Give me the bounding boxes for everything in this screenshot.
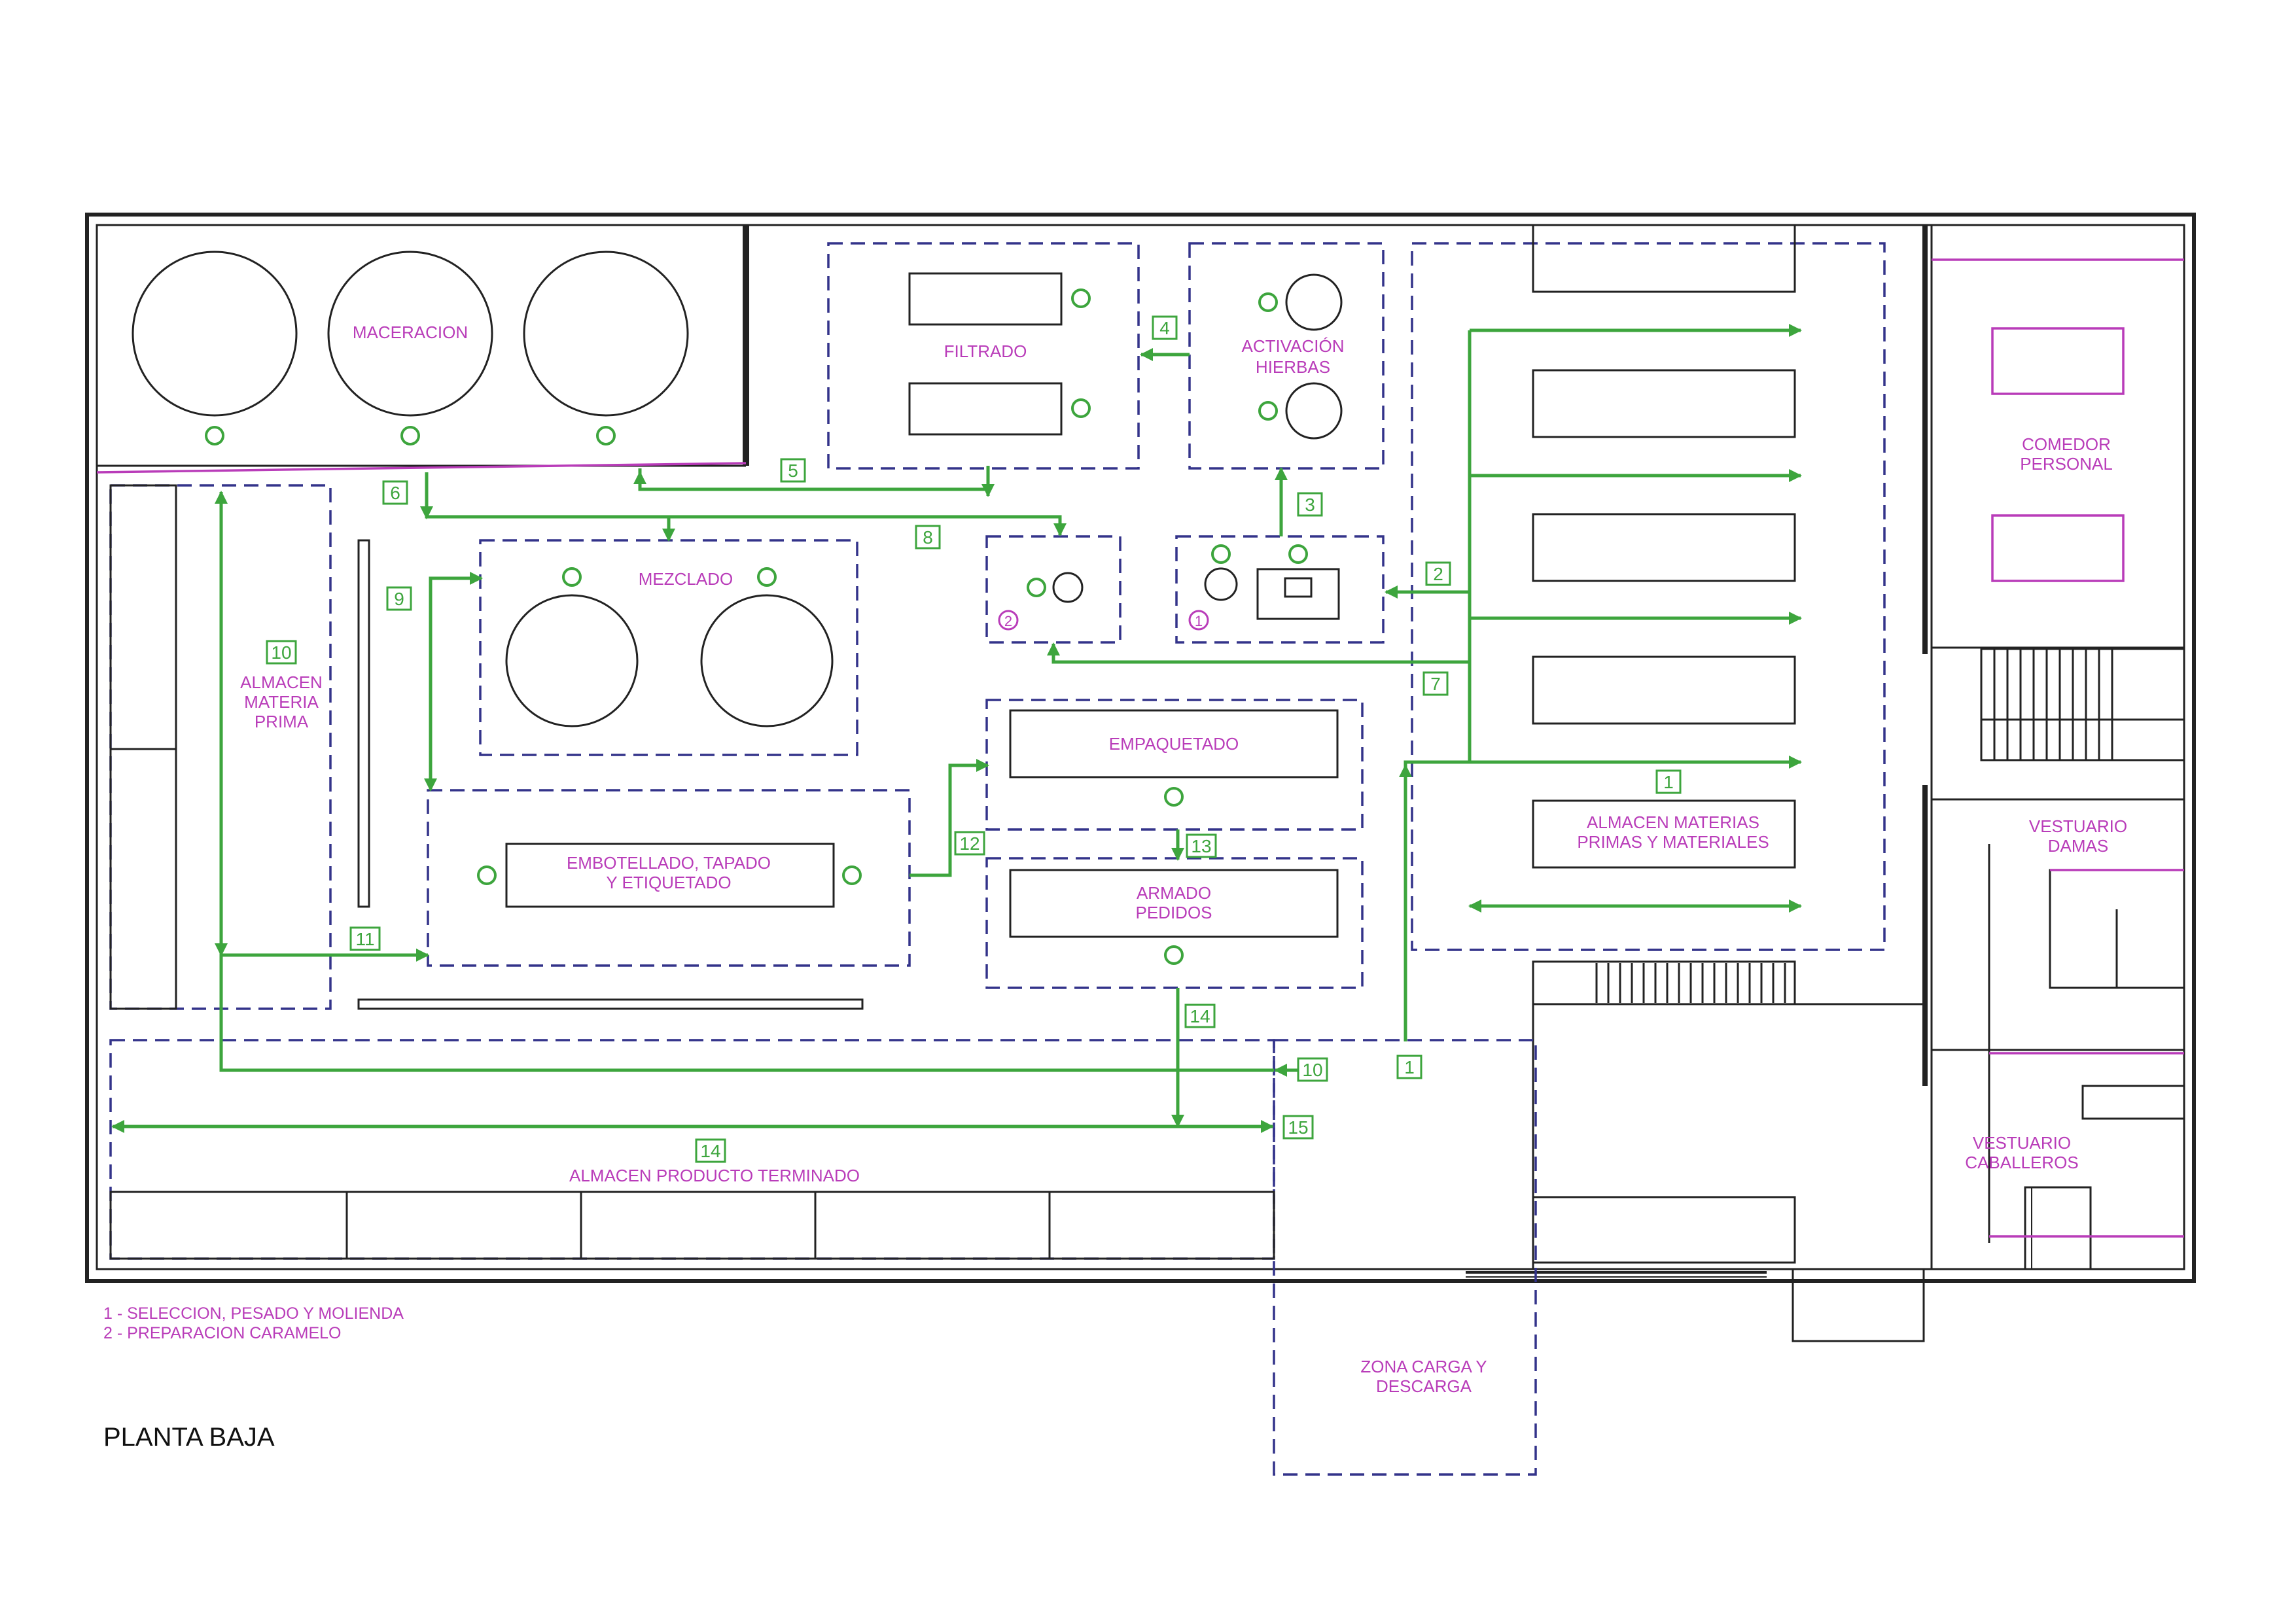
flow-label-1-top: 1	[1655, 769, 1682, 794]
svg-text:9: 9	[394, 589, 404, 609]
label-filtrado: FILTRADO	[944, 341, 1027, 361]
flow-label-7: 7	[1422, 671, 1449, 696]
maceration-tank-1	[132, 251, 298, 417]
label-comedor-1: COMEDOR	[2022, 434, 2111, 454]
marker-milling-text: 1	[1195, 613, 1203, 629]
label-vest-damas-1: VESTUARIO	[2029, 816, 2127, 836]
label-embotellado-2: Y ETIQUETADO	[606, 873, 731, 892]
svg-text:2: 2	[1433, 564, 1443, 584]
label-almacen-mp-2: MATERIA	[244, 692, 319, 712]
floor-grille	[1595, 963, 1786, 1003]
herb-activator-1	[1285, 273, 1343, 331]
label-activacion-1: ACTIVACIÓN	[1242, 336, 1345, 356]
svg-text:15: 15	[1288, 1117, 1308, 1138]
flow-label-12: 12	[954, 831, 985, 856]
label-mezclado: MEZCLADO	[639, 569, 733, 589]
svg-text:6: 6	[390, 483, 400, 503]
flow-label-6: 6	[382, 480, 408, 505]
label-almacen-materias-2: PRIMAS Y MATERIALES	[1577, 832, 1769, 852]
flow-label-11: 11	[349, 926, 381, 951]
flow-label-13: 13	[1186, 833, 1217, 858]
svg-text:1: 1	[1663, 772, 1674, 792]
flow-label-15: 15	[1282, 1115, 1314, 1140]
maceration-tank-2	[327, 251, 493, 417]
svg-text:12: 12	[959, 833, 980, 854]
magenta-furniture	[96, 258, 2184, 1238]
legend: 1 - SELECCION, PESADO Y MOLIENDA 2 - PRE…	[103, 1304, 404, 1342]
label-almacen-materias-1: ALMACEN MATERIAS	[1587, 812, 1759, 832]
flow-label-14-bottom: 14	[695, 1138, 726, 1163]
label-vest-cab-2: CABALLEROS	[1965, 1153, 2078, 1172]
marker-caramel-text: 2	[1004, 613, 1012, 629]
maceration-tank-3	[523, 251, 689, 417]
mixer-tank-2	[700, 594, 834, 727]
label-zona-carga-2: DESCARGA	[1376, 1376, 1472, 1396]
label-activacion-2: HIERBAS	[1256, 357, 1330, 377]
worker-positions	[205, 288, 1308, 965]
label-empaquetado: EMPAQUETADO	[1109, 734, 1239, 754]
label-embotellado-1: EMBOTELLADO, TAPADO	[567, 853, 771, 873]
label-vest-cab-1: VESTUARIO	[1973, 1133, 2071, 1153]
label-almacen-mp-3: PRIMA	[255, 712, 309, 731]
svg-text:11: 11	[355, 929, 374, 949]
label-vest-damas-2: DAMAS	[2048, 836, 2108, 856]
svg-text:14: 14	[700, 1141, 720, 1161]
legend-line-1: 1 - SELECCION, PESADO Y MOLIENDA	[103, 1304, 404, 1323]
stairs	[1981, 649, 2184, 760]
label-almacen-mp-1: ALMACEN	[240, 672, 323, 692]
svg-text:8: 8	[923, 527, 933, 548]
mill-unit	[1204, 567, 1238, 601]
svg-text:1: 1	[1404, 1057, 1415, 1077]
circled-markers: 2 1	[998, 610, 1209, 631]
area-labels: MACERACION FILTRADO ACTIVACIÓN HIERBAS M…	[240, 323, 2127, 1396]
mixer-tank-1	[505, 594, 639, 727]
flow-number-labels: 1 1 2 3 4 5 6 7 8 9 10 10 11 12 13 14 14…	[266, 315, 1682, 1163]
caramel-pot	[1052, 572, 1084, 603]
flow-label-1-bottom: 1	[1396, 1055, 1422, 1079]
svg-text:4: 4	[1159, 318, 1170, 338]
label-armado-2: PEDIDOS	[1135, 903, 1212, 922]
filter-unit-2	[908, 382, 1063, 436]
flow-label-5: 5	[780, 458, 806, 483]
flow-label-10-top: 10	[266, 640, 297, 665]
plan-title: PLANTA BAJA	[103, 1423, 275, 1452]
process-areas	[109, 242, 1886, 1476]
svg-text:10: 10	[271, 642, 291, 663]
svg-text:7: 7	[1430, 674, 1441, 694]
herb-activator-2	[1285, 382, 1343, 440]
material-flow	[111, 324, 1802, 1133]
label-armado-1: ARMADO	[1137, 883, 1211, 903]
svg-text:5: 5	[788, 461, 798, 481]
svg-text:14: 14	[1190, 1006, 1210, 1026]
svg-text:3: 3	[1305, 495, 1315, 515]
flow-label-9: 9	[386, 586, 412, 611]
flow-label-14-top: 14	[1184, 1003, 1216, 1028]
marker-milling-circle	[1188, 610, 1209, 631]
label-almacen-producto: ALMACEN PRODUCTO TERMINADO	[569, 1166, 860, 1185]
flow-label-8: 8	[915, 525, 941, 550]
flow-label-4: 4	[1152, 315, 1178, 340]
marker-caramel-circle	[998, 610, 1019, 631]
flow-label-3: 3	[1297, 492, 1323, 517]
label-maceracion: MACERACION	[353, 323, 468, 342]
equipment	[109, 224, 1796, 1260]
packing-table	[1009, 709, 1339, 778]
label-zona-carga-1: ZONA CARGA Y	[1360, 1357, 1487, 1376]
legend-line-2: 2 - PREPARACION CARAMELO	[103, 1324, 342, 1342]
svg-text:13: 13	[1191, 836, 1211, 856]
flow-label-2: 2	[1425, 561, 1451, 586]
bottling-line	[505, 843, 835, 908]
label-comedor-2: PERSONAL	[2020, 454, 2113, 474]
flow-label-10-bottom: 10	[1297, 1057, 1328, 1082]
orders-table	[1009, 869, 1339, 938]
svg-text:10: 10	[1302, 1060, 1322, 1080]
filter-unit-1	[908, 272, 1063, 326]
